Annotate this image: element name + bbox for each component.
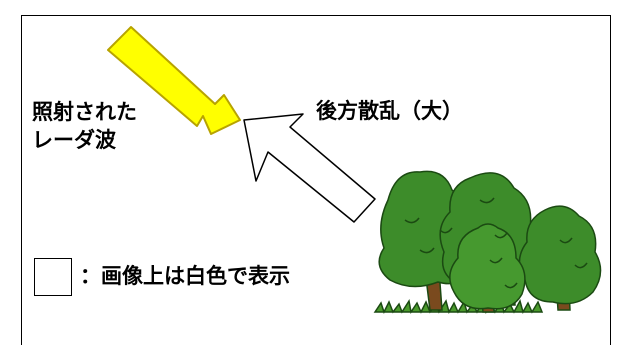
incident-label-line2: レーダ波 xyxy=(32,128,116,153)
backscatter-label: 後方散乱（大） xyxy=(316,99,463,123)
backscatter-arrow-icon xyxy=(243,113,376,223)
incident-wave-label: 照射された レーダ波 xyxy=(32,98,137,155)
legend-swatch xyxy=(34,258,72,296)
incident-label-line1: 照射された xyxy=(32,100,137,124)
trees-icon xyxy=(373,170,602,314)
diagram-frame xyxy=(21,15,611,345)
legend-text: ：画像上は白色で表示 xyxy=(80,264,290,288)
incident-arrow-icon xyxy=(107,26,241,135)
